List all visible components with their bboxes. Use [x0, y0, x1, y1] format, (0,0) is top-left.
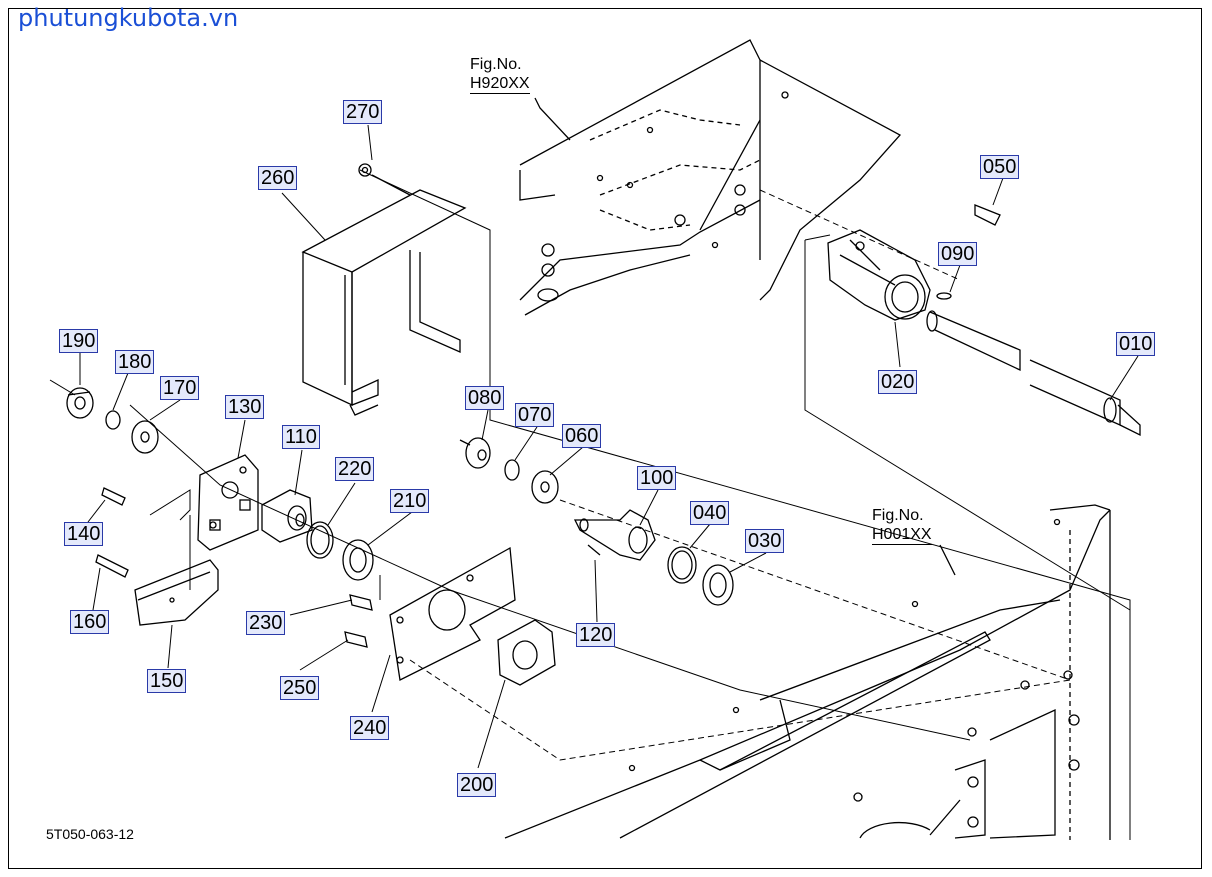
callout-170: 170: [160, 376, 200, 400]
lower-frame-panel: [504, 504, 1111, 840]
callout-060: 060: [562, 424, 602, 448]
callout-200: 200: [457, 773, 497, 797]
callout-240: 240: [350, 716, 390, 740]
callout-050: 050: [980, 155, 1020, 179]
callout-130: 130: [225, 395, 265, 419]
callout-010: 010: [1116, 332, 1156, 356]
callout-160: 160: [70, 610, 110, 634]
parts-230-250-nuts: [344, 594, 373, 648]
callout-190: 190: [59, 329, 99, 353]
callout-270: 270: [343, 100, 383, 124]
parts-040-030: [667, 546, 734, 606]
callout-100: 100: [637, 466, 677, 490]
part-260-cover: [301, 163, 467, 416]
parts-220-210: [306, 521, 374, 581]
callout-070: 070: [515, 403, 555, 427]
part-130-bracket: [197, 454, 259, 551]
figure-ref-label: Fig.No.: [470, 56, 522, 73]
callout-080: 080: [465, 386, 505, 410]
parts-190-180-170: [66, 387, 159, 454]
callout-120: 120: [576, 623, 616, 647]
drawing-number: 5T050-063-12: [46, 826, 134, 842]
callout-180: 180: [115, 350, 155, 374]
leader-lines: [79, 124, 1139, 769]
figure-ref-h001xx: Fig.No. H001XX: [872, 506, 932, 545]
figure-ref-number: H920XX: [470, 75, 530, 94]
part-200-flange-housing: [497, 619, 556, 686]
callout-220: 220: [335, 457, 375, 481]
callout-260: 260: [258, 166, 298, 190]
callout-210: 210: [390, 489, 430, 513]
callout-250: 250: [280, 676, 320, 700]
part-020-housing: [827, 204, 1001, 321]
part-240-plate: [389, 546, 516, 681]
callout-230: 230: [246, 611, 286, 635]
part-150-block: [134, 559, 219, 626]
upper-frame-panel: [519, 39, 902, 316]
callout-040: 040: [690, 501, 730, 525]
callout-020: 020: [878, 370, 918, 394]
callout-090: 090: [938, 242, 978, 266]
callout-110: 110: [282, 425, 320, 449]
part-010-shaft: [926, 310, 1141, 437]
part-100-arm: [573, 509, 656, 561]
callout-150: 150: [147, 669, 187, 693]
assembly-lines: [49, 169, 1131, 840]
callout-030: 030: [745, 529, 785, 553]
part-110-flange: [261, 489, 313, 543]
callout-140: 140: [64, 522, 104, 546]
figure-ref-number: H001XX: [872, 526, 932, 545]
watermark-text: phutungkubota.vn: [18, 4, 239, 32]
parts-080-070-060: [459, 437, 559, 504]
figure-ref-h920xx: Fig.No. H920XX: [470, 55, 530, 94]
figure-ref-label: Fig.No.: [872, 507, 924, 524]
drawing-frame: [8, 8, 1202, 869]
parts-140-160-bolts: [95, 487, 129, 578]
